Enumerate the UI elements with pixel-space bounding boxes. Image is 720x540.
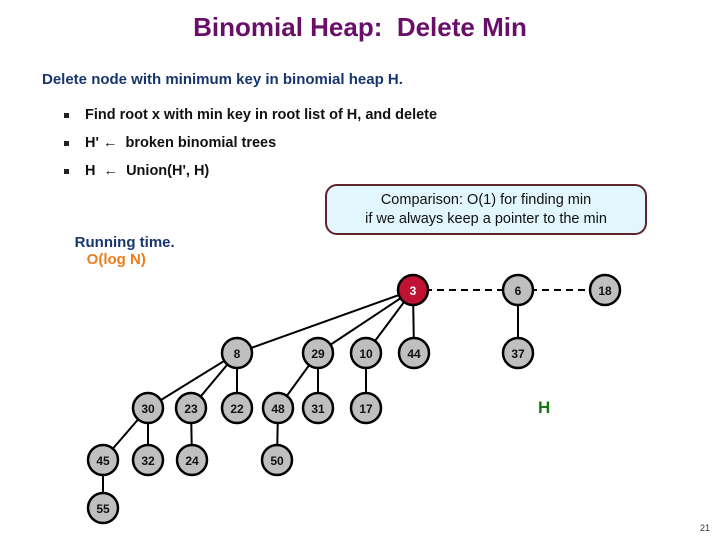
tree-node-label: 17 xyxy=(359,402,373,416)
comparison-note-box: Comparison: O(1) for finding min if we a… xyxy=(325,184,647,235)
tree-node-50: 50 xyxy=(260,443,294,477)
tree-node-23: 23 xyxy=(174,391,208,425)
running-time-label: Running time. xyxy=(74,234,175,251)
tree-node-10: 10 xyxy=(349,336,383,370)
tree-node-label: 37 xyxy=(511,347,525,361)
tree-node-3: 3 xyxy=(396,273,430,307)
tree-node-label: 24 xyxy=(185,454,199,468)
tree-node-label: 6 xyxy=(515,284,522,298)
bullet-item-broken-trees: H' ← broken binomial trees xyxy=(64,135,276,151)
tree-node-55: 55 xyxy=(86,491,120,525)
tree-node-label: 44 xyxy=(407,347,421,361)
bullet-text: H' ← broken binomial trees xyxy=(85,135,277,151)
tree-node-22: 22 xyxy=(220,391,254,425)
tree-edge-8-30 xyxy=(147,352,238,409)
tree-node-29: 29 xyxy=(301,336,335,370)
bullet-square-icon xyxy=(64,112,69,118)
tree-edge-3-29 xyxy=(317,289,414,354)
bullet-text: Find root x with min key in root list of… xyxy=(85,107,438,123)
comparison-note-line1: Comparison: O(1) for finding min xyxy=(380,192,592,209)
page-number: 21 xyxy=(699,523,710,533)
tree-node-label: 48 xyxy=(271,402,285,416)
tree-node-37: 37 xyxy=(501,336,535,370)
heap-name-label: H xyxy=(538,398,551,417)
delete-min-heading: Delete node with minimum key in binomial… xyxy=(42,71,403,88)
tree-node-label: 29 xyxy=(311,347,325,361)
running-time-value: O(log N) xyxy=(86,251,146,268)
tree-node-label: 55 xyxy=(96,502,110,516)
tree-node-label: 8 xyxy=(234,347,241,361)
tree-node-18: 18 xyxy=(588,273,622,307)
tree-node-44: 44 xyxy=(397,336,431,370)
tree-node-label: 45 xyxy=(96,454,110,468)
bullet-item-find-root: Find root x with min key in root list of… xyxy=(64,107,437,123)
tree-node-label: 10 xyxy=(359,347,373,361)
bullet-square-icon xyxy=(64,140,69,146)
tree-node-24: 24 xyxy=(175,443,209,477)
tree-node-30: 30 xyxy=(131,391,165,425)
tree-node-label: 23 xyxy=(184,402,198,416)
tree-node-label: 3 xyxy=(410,284,417,298)
comparison-note-line2: if we always keep a pointer to the min xyxy=(365,210,607,227)
tree-node-6: 6 xyxy=(501,273,535,307)
tree-node-17: 17 xyxy=(349,391,383,425)
running-time: Running time. O(log N) xyxy=(58,217,175,285)
tree-node-31: 31 xyxy=(301,391,335,425)
tree-node-45: 45 xyxy=(86,443,120,477)
bullet-item-union: H ← Union(H', H) xyxy=(64,163,209,179)
tree-node-label: 32 xyxy=(141,454,155,468)
tree-node-32: 32 xyxy=(131,443,165,477)
tree-node-label: 18 xyxy=(598,284,612,298)
bullet-square-icon xyxy=(64,168,69,174)
tree-node-8: 8 xyxy=(220,336,254,370)
tree-node-label: 31 xyxy=(311,402,325,416)
tree-node-label: 50 xyxy=(270,454,284,468)
tree-node-label: 22 xyxy=(230,402,244,416)
bullet-text: H ← Union(H', H) xyxy=(85,163,210,179)
tree-node-label: 30 xyxy=(141,402,155,416)
tree-node-48: 48 xyxy=(261,391,295,425)
tree-edge-3-8 xyxy=(236,289,414,354)
slide-title: Binomial Heap: Delete Min xyxy=(193,12,527,42)
